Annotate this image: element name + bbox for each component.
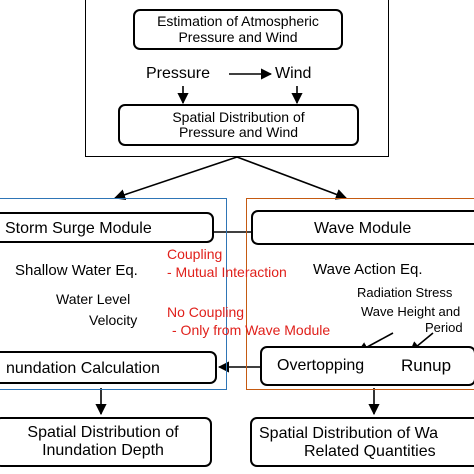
wave-module-label: Wave Module [314,220,412,237]
estimation-box: Estimation of Atmospheric Pressure and W… [133,9,343,50]
pressure-label: Pressure [146,65,211,82]
top-to-storm-arrow [113,156,238,201]
spatial-pressure-line1: Spatial Distribution of [172,108,305,125]
inundation-depth-result-box: Spatial Distribution of Inundation Depth [0,417,212,467]
wave-result-line2: Related Quantities [304,443,436,460]
storm-surge-module-box: Storm Surge Module [0,212,214,243]
inundation-calculation-box: nundation Calculation [0,351,217,384]
storm-surge-frame [0,198,227,390]
overtopping-label: Overtopping [277,357,365,374]
estimation-line2: Pressure and Wind [178,28,298,45]
wave-frame [246,198,474,390]
spatial-pressure-line2: Pressure and Wind [178,124,299,140]
shallow-water-equation: Shallow Water Eq. [15,262,138,279]
period-output: Period [425,320,463,335]
runup-label: Runup [401,356,452,375]
wave-result-line1: Spatial Distribution of Wa [259,425,439,442]
inundation-result-line2: Inundation Depth [42,442,164,459]
inundation-result-line1: Spatial Distribution of [27,424,179,442]
wave-module-box: Wave Module [251,210,474,245]
wind-label: Wind [275,65,312,82]
water-level-output: Water Level [56,291,131,307]
atmosphere-frame [85,0,389,157]
overtopping-runup-box: Overtopping Runup [260,346,474,386]
wave-quantities-result-box: Spatial Distribution of Wa Related Quant… [250,417,474,467]
radiation-stress-output: Radiation Stress [357,285,453,300]
wave-height-output: Wave Height and [361,304,461,319]
estimation-line1: Estimation of Atmospheric [157,13,319,30]
inundation-calculation-label: nundation Calculation [6,360,160,377]
coupling-label: Coupling [167,246,223,262]
wave-action-equation: Wave Action Eq. [313,261,423,278]
no-coupling-label: No Coupling [167,304,245,320]
mutual-interaction-label: - Mutual Interaction [167,264,287,280]
only-wave-module-label: - Only from Wave Module [172,322,331,338]
top-to-wave-arrow [236,156,348,200]
spatial-pressure-box: Spatial Distribution of Pressure and Win… [118,104,359,146]
velocity-output: Velocity [89,312,138,328]
storm-surge-module-label: Storm Surge Module [5,220,152,237]
